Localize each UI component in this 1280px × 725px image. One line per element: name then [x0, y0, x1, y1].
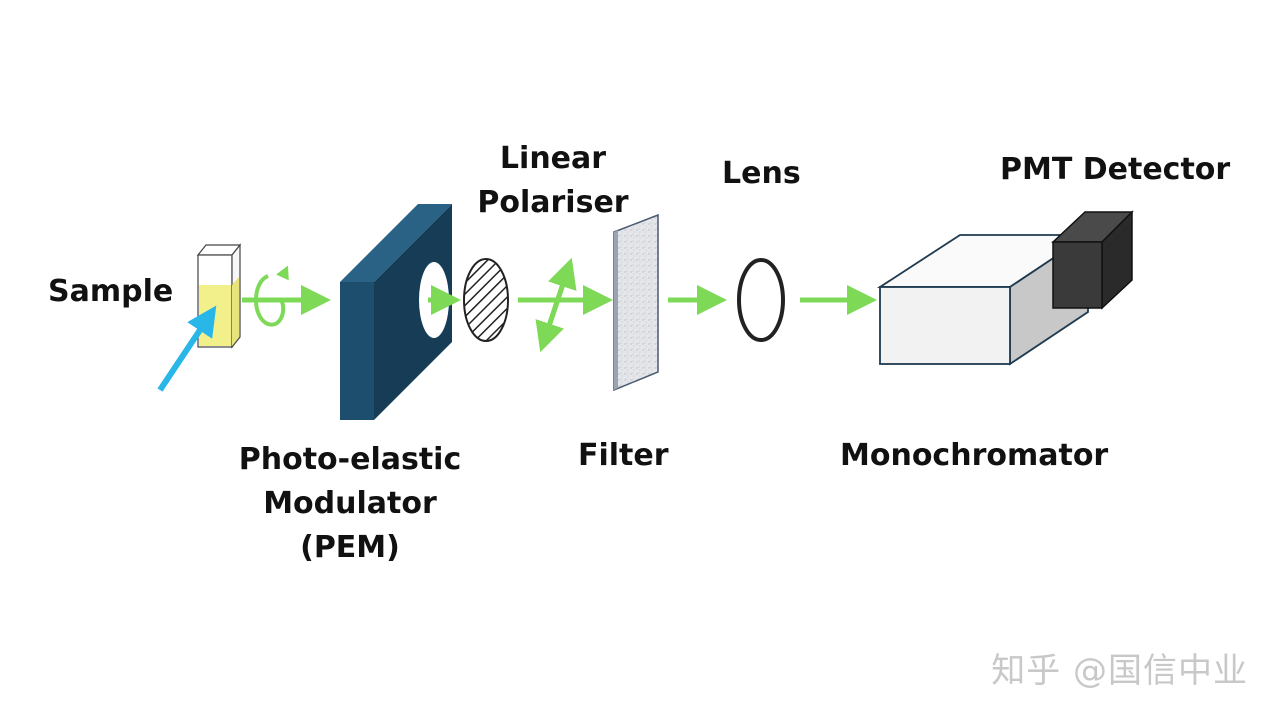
label-polariser-line1: Linear: [499, 141, 607, 176]
pem-block: [340, 204, 452, 420]
sample-liquid: [199, 285, 231, 346]
lens: [737, 258, 785, 342]
label-pem-line1: Photo-elastic: [238, 442, 462, 477]
label-pem-line2: Modulator: [263, 486, 437, 521]
filter-plate: [613, 213, 659, 392]
linear-polariser: [463, 258, 509, 342]
label-polariser: Linear Polariser: [458, 137, 648, 225]
watermark: 知乎 @国信中业: [991, 651, 1248, 691]
label-lens: Lens: [722, 156, 801, 191]
linear-polarized-beam: [518, 257, 613, 353]
pmt-detector-box: [1051, 210, 1134, 310]
excitation-arrow: [157, 305, 217, 392]
label-pem-line3: (PEM): [300, 530, 400, 565]
sample-cuvette: [196, 243, 242, 349]
label-monochromator: Monochromator: [840, 438, 1109, 473]
label-polariser-line2: Polariser: [477, 185, 629, 220]
label-pem: Photo-elastic Modulator (PEM): [230, 438, 470, 570]
label-sample: Sample: [48, 274, 174, 309]
circular-polarized-beam: [242, 265, 331, 327]
label-filter: Filter: [578, 438, 669, 473]
label-pmt-detector: PMT Detector: [1000, 152, 1231, 187]
